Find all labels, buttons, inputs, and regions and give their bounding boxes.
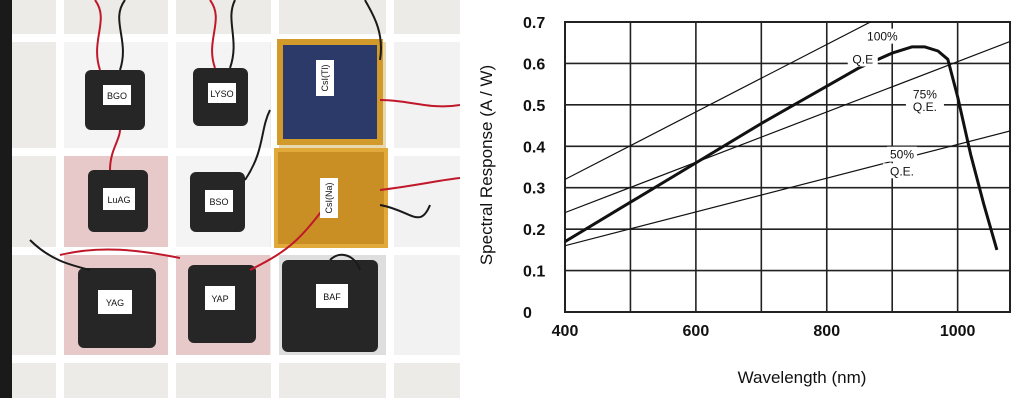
label-lyso: LYSO [210,89,233,99]
qe-annotation: Q.E [852,52,873,66]
chart-grid [564,21,1011,313]
csi-na-wrap [274,148,388,248]
y-tick-label: 0 [523,305,532,322]
photo-left-edge [0,0,12,398]
chart-ticks: 0 0.1 0.2 0.3 0.4 0.5 0.6 0.7 400 600 800 1000 [523,15,976,340]
y-tick-label: 0.5 [523,98,545,115]
qe-reference-line [565,40,1010,214]
wires [29,0,460,271]
y-tick-label: 0.1 [523,264,545,281]
label-bso: BSO [209,197,228,207]
label-yag: YAG [106,298,124,308]
spectral-response-chart: 0 0.1 0.2 0.3 0.4 0.5 0.6 0.7 400 600 800 1000 100%… [477,15,1011,387]
spectral-response-curve [565,45,999,251]
y-axis-label: Spectral Response (A / W) [477,65,496,265]
chart-series [565,22,1010,251]
x-axis-label: Wavelength (nm) [738,368,867,387]
qe-reference-line [565,130,1010,247]
qe-annotation: Q.E. [890,164,914,178]
plot-frame [564,21,1011,313]
y-tick-label: 0.2 [523,222,545,239]
x-tick-label: 600 [683,323,710,340]
qe-annotation: 100% [867,30,898,44]
x-tick-label: 400 [552,323,579,340]
annotation-bg [909,86,940,102]
label-csi-na: CsI(Na) [324,182,334,213]
qe-annotation: 75% [913,88,937,102]
annotation-bg [883,163,922,179]
label-baf: BAF [323,292,341,302]
x-tick-label: 1000 [940,323,976,340]
x-tick-label: 800 [813,323,840,340]
y-tick-label: 0.7 [523,15,545,32]
crystal-photo: BGO LYSO CsI(Tl) LuAG BSO CsI(Na) YAG YA… [0,0,460,398]
label-luag: LuAG [107,195,130,205]
annotation-bg [887,146,918,162]
annotation-bg [847,51,878,67]
label-csi-tl: CsI(Tl) [320,65,330,92]
crystal-labels: BGO LYSO CsI(Tl) LuAG BSO CsI(Na) YAG YA… [98,60,348,314]
annotation-bg [905,99,944,115]
y-tick-label: 0.4 [523,139,545,156]
label-bgo: BGO [107,91,127,101]
qe-reference-line [565,22,872,180]
annotation-bg [863,28,902,44]
label-yap: YAP [211,294,228,304]
y-tick-label: 0.3 [523,181,545,198]
y-tick-label: 0.6 [523,56,545,73]
qe-annotation: Q.E. [913,100,937,114]
qe-annotation: 50% [890,148,914,162]
chart-annotations: 100%Q.E75%Q.E.50%Q.E. [847,28,944,179]
